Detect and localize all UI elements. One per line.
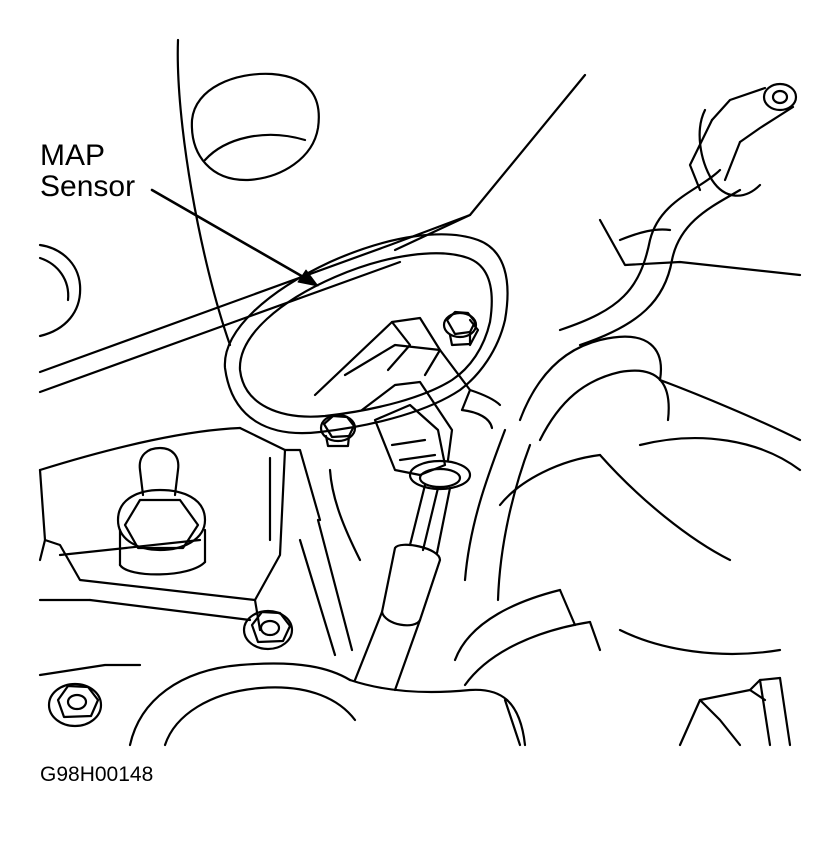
right-body-panels bbox=[560, 220, 800, 654]
sensor-electrical-connector bbox=[315, 318, 500, 489]
map-sensor-label-line1: MAP bbox=[40, 139, 106, 172]
map-sensor-body bbox=[225, 234, 508, 433]
large-stud-nut bbox=[118, 448, 205, 574]
sensor-mounting-screw-left bbox=[321, 415, 355, 446]
upper-port-opening bbox=[192, 74, 319, 180]
mounting-bracket bbox=[40, 428, 320, 630]
vacuum-hose bbox=[455, 170, 740, 685]
bracket-bolt-center bbox=[244, 611, 292, 649]
figure-code: G98H00148 bbox=[40, 763, 154, 786]
left-port-opening bbox=[40, 245, 80, 336]
intake-manifold-surface bbox=[40, 40, 585, 555]
lower-right-component bbox=[680, 678, 790, 745]
callout-leader-arrow bbox=[152, 190, 318, 286]
connector-wire-harness bbox=[355, 485, 450, 690]
sensor-mounting-screw-right bbox=[444, 312, 476, 345]
lower-housing bbox=[40, 470, 525, 745]
map-sensor-label: MAP Sensor bbox=[40, 140, 135, 202]
upper-right-vacuum-fitting bbox=[690, 84, 796, 196]
map-sensor-label-line2: Sensor bbox=[40, 170, 136, 203]
bracket-bolt-lower-left bbox=[49, 684, 101, 726]
